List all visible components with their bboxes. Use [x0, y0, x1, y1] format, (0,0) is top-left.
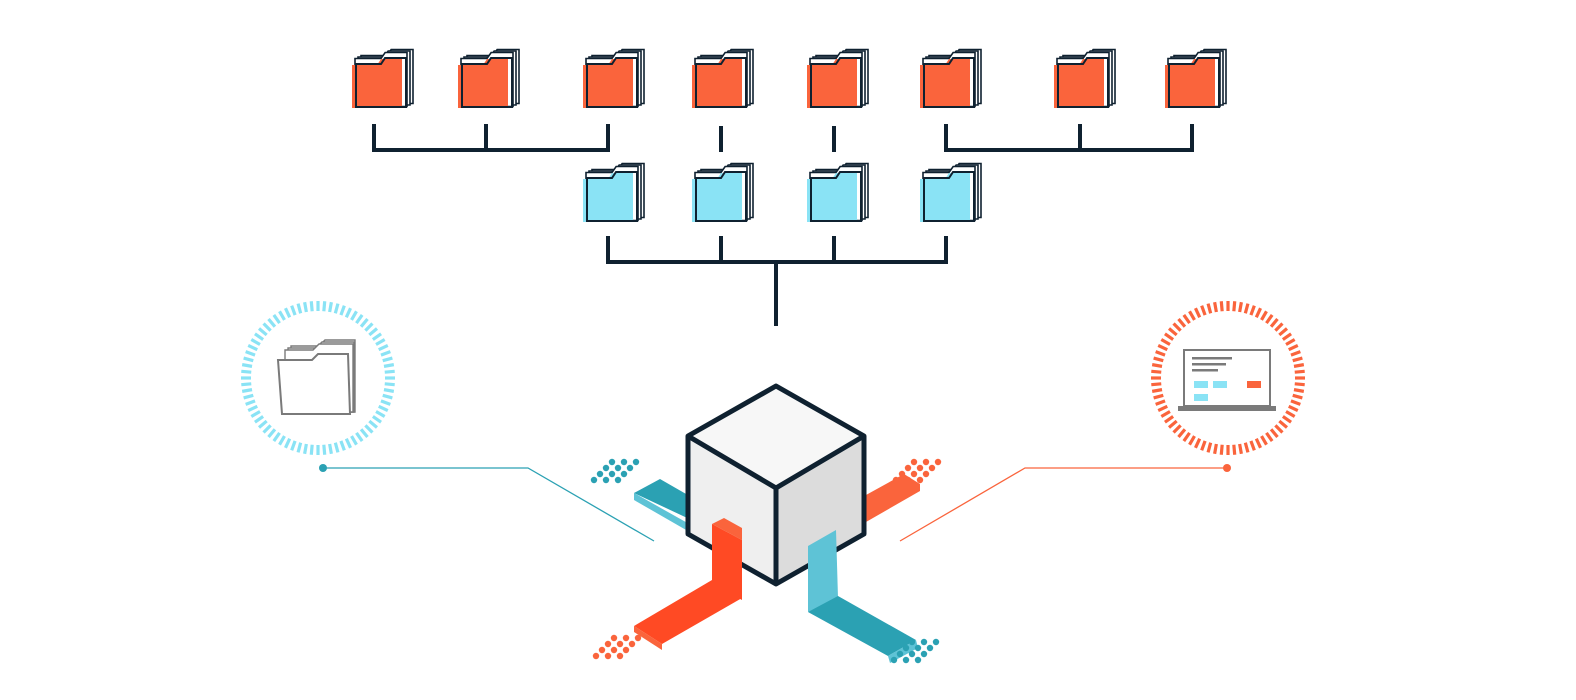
- orange-arm-back: [866, 474, 920, 522]
- dot-cluster: [892, 458, 942, 484]
- teal-arm-back-edge: [634, 493, 700, 538]
- dot-cluster: [592, 634, 642, 660]
- ring: [241, 301, 395, 455]
- top-row-folders: [352, 48, 1227, 108]
- teal-arm-front: [808, 530, 838, 612]
- tree-connectors: [372, 124, 1194, 326]
- orange-arm-front-base: [634, 580, 742, 644]
- orange-arm-front: [712, 524, 742, 600]
- folder-icon: [807, 162, 869, 222]
- folder-icon: [807, 48, 869, 108]
- folder-icon: [692, 162, 754, 222]
- orange-arm-front-edge: [634, 626, 662, 650]
- folder-icon: [352, 48, 414, 108]
- left-folder-badge: [241, 301, 655, 542]
- leader-line: [319, 464, 655, 542]
- cube-icon: [685, 383, 867, 587]
- connector-left-group: [372, 124, 610, 152]
- teal-arm-front-base: [808, 596, 916, 656]
- folder-icon: [458, 48, 520, 108]
- ring: [1151, 301, 1305, 455]
- hub-cube-group: [590, 383, 942, 664]
- connector-right-group: [944, 124, 1194, 152]
- folder-icon: [920, 48, 982, 108]
- folder-icon: [1054, 48, 1116, 108]
- folder-icon: [1165, 48, 1227, 108]
- middle-row-folders: [583, 162, 982, 222]
- folder-icon: [692, 48, 754, 108]
- orange-arm-front-top: [712, 518, 742, 540]
- dot-cluster: [890, 638, 940, 664]
- connector-middle-group: [606, 236, 948, 326]
- right-laptop-badge: [899, 301, 1305, 542]
- laptop-icon: [1178, 349, 1276, 411]
- folder-icon: [583, 48, 645, 108]
- folder-icon: [583, 162, 645, 222]
- folder-icon: [920, 162, 982, 222]
- leader-line: [899, 464, 1231, 542]
- folder-icon: [276, 339, 356, 415]
- dot-cluster: [590, 458, 640, 484]
- teal-arm-back: [634, 479, 700, 524]
